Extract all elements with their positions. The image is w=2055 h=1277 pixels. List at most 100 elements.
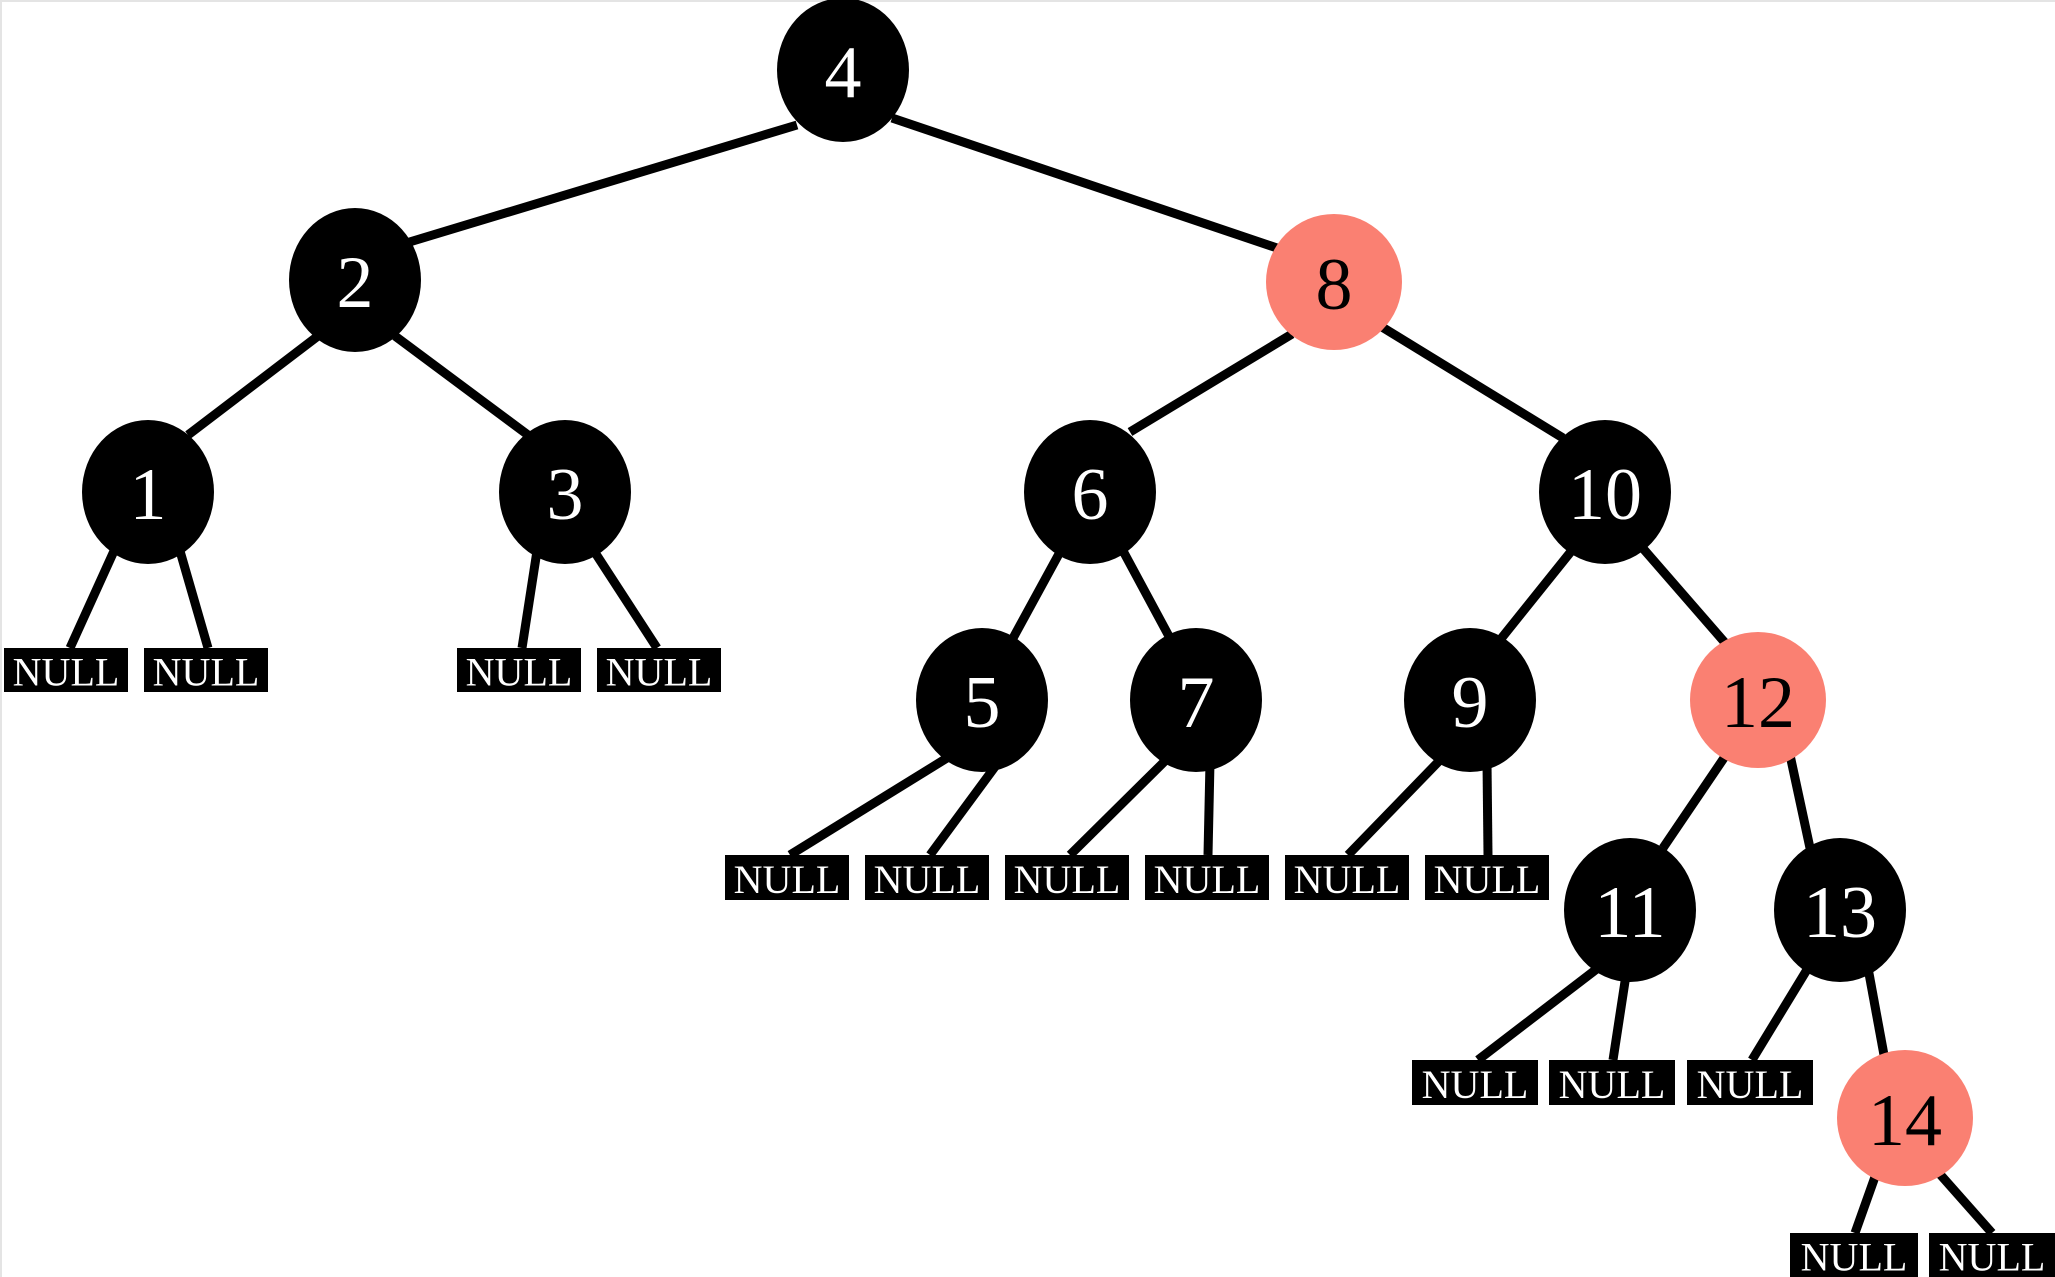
null-leaf-label: NULL	[1422, 1062, 1529, 1107]
node-key-label: 1	[130, 454, 167, 536]
edge-layer	[65, 113, 1996, 1236]
tree-edge-n12-n11	[1659, 752, 1730, 851]
null-leaf-box	[1687, 1060, 1813, 1105]
tree-node-1[interactable]: 1	[82, 420, 214, 564]
tree-node-14[interactable]: 14	[1837, 1050, 1973, 1186]
null-leaf-box	[1005, 855, 1129, 900]
tree-node-6[interactable]: 6	[1024, 420, 1156, 564]
null-node-layer: NULL NULL NULL NULL NULL NULL NULL NULL NULL NULL…	[4, 648, 2055, 1277]
null-leaf-label: NULL	[13, 650, 120, 695]
node-circle-black	[1539, 420, 1671, 564]
null-leaf-node[interactable]: NULL	[1145, 855, 1269, 902]
tree-edge-n11-L12	[1608, 974, 1631, 1061]
tree-node-8[interactable]: 8	[1266, 214, 1402, 350]
null-leaf-box	[1790, 1233, 1918, 1277]
null-leaf-node[interactable]: NULL	[1285, 855, 1409, 902]
null-leaf-box	[457, 648, 581, 692]
node-circle-black	[289, 208, 421, 352]
tree-edge-n14-L14	[1850, 1172, 1881, 1235]
node-key-label: 13	[1803, 872, 1877, 954]
null-leaf-node[interactable]: NULL	[1412, 1060, 1538, 1107]
tree-edge-n6-n5	[1008, 549, 1064, 643]
null-leaf-node[interactable]: NULL	[1549, 1060, 1675, 1107]
null-leaf-label: NULL	[466, 650, 573, 695]
node-circle-red	[1266, 214, 1402, 350]
null-leaf-box	[1929, 1233, 2055, 1277]
null-leaf-box	[1412, 1060, 1538, 1105]
tree-edge-n7-L7	[1066, 754, 1172, 859]
tree-node-11[interactable]: 11	[1564, 838, 1696, 982]
null-leaf-box	[1549, 1060, 1675, 1105]
tree-edge-n9-L10	[1482, 761, 1493, 856]
tree-node-3[interactable]: 3	[499, 420, 631, 564]
tree-edge-n3-L4	[590, 548, 661, 651]
node-circle-black	[777, 0, 909, 142]
tree-edge-n12-n13	[1785, 754, 1815, 849]
tree-node-2[interactable]: 2	[289, 208, 421, 352]
tree-edge-n2-n3	[392, 332, 531, 439]
null-leaf-node[interactable]: NULL	[1790, 1233, 1918, 1277]
null-leaf-node[interactable]: NULL	[597, 648, 721, 695]
tree-node-9[interactable]: 9	[1404, 628, 1536, 772]
null-leaf-label: NULL	[1294, 857, 1401, 902]
null-leaf-label: NULL	[734, 857, 841, 902]
node-circle-black	[1404, 628, 1536, 772]
tree-edge-n1-L1	[65, 549, 119, 650]
node-key-label: 12	[1721, 662, 1795, 744]
tree-edge-n2-n1	[185, 332, 321, 439]
null-leaf-label: NULL	[606, 650, 713, 695]
node-circle-black	[1130, 628, 1262, 772]
null-leaf-node[interactable]: NULL	[4, 648, 128, 695]
tree-node-12[interactable]: 12	[1690, 632, 1826, 768]
node-key-label: 5	[964, 662, 1001, 744]
tree-node-10[interactable]: 10	[1539, 420, 1671, 564]
tree-edge-n13-n14	[1863, 967, 1889, 1056]
null-leaf-box	[725, 855, 849, 900]
tree-edge-n13-L13	[1748, 965, 1812, 1063]
null-leaf-node[interactable]: NULL	[1425, 855, 1549, 902]
tree-edge-n7-L8	[1203, 761, 1215, 856]
node-circle-black	[82, 420, 214, 564]
null-leaf-node[interactable]: NULL	[865, 855, 989, 902]
node-key-label: 8	[1316, 244, 1353, 326]
node-circle-black	[916, 628, 1048, 772]
tree-node-5[interactable]: 5	[916, 628, 1048, 772]
node-circle-black	[1774, 838, 1906, 982]
null-leaf-node[interactable]: NULL	[457, 648, 581, 695]
node-circle-black	[499, 420, 631, 564]
tree-edge-n10-n12	[1636, 542, 1731, 648]
null-leaf-box	[4, 648, 128, 692]
null-leaf-label: NULL	[1434, 857, 1541, 902]
null-leaf-label: NULL	[1154, 857, 1261, 902]
null-leaf-box	[1425, 855, 1549, 900]
node-circle-black	[1564, 838, 1696, 982]
node-circle-black	[1024, 420, 1156, 564]
null-leaf-label: NULL	[874, 857, 981, 902]
null-leaf-label: NULL	[1559, 1062, 1666, 1107]
null-leaf-box	[1285, 855, 1409, 900]
node-key-label: 2	[337, 242, 374, 324]
tree-edge-n5-L5	[787, 754, 950, 859]
tree-edge-n10-n9	[1496, 546, 1577, 643]
node-circle-red	[1837, 1050, 1973, 1186]
null-leaf-box	[144, 648, 268, 692]
node-key-label: 7	[1178, 662, 1215, 744]
tree-edge-n4-n8	[890, 113, 1285, 255]
tree-node-13[interactable]: 13	[1774, 838, 1906, 982]
null-leaf-node[interactable]: NULL	[1005, 855, 1129, 902]
node-key-label: 6	[1072, 454, 1109, 536]
node-key-label: 3	[547, 454, 584, 536]
tree-node-7[interactable]: 7	[1130, 628, 1262, 772]
null-leaf-node[interactable]: NULL	[1929, 1233, 2055, 1277]
null-leaf-node[interactable]: NULL	[144, 648, 268, 695]
tree-node-4[interactable]: 4	[777, 0, 909, 142]
null-leaf-node[interactable]: NULL	[725, 855, 849, 902]
null-leaf-label: NULL	[1939, 1235, 2046, 1277]
null-leaf-node[interactable]: NULL	[1687, 1060, 1813, 1107]
node-key-label: 14	[1868, 1080, 1942, 1162]
tree-edge-n11-L11	[1475, 964, 1601, 1064]
